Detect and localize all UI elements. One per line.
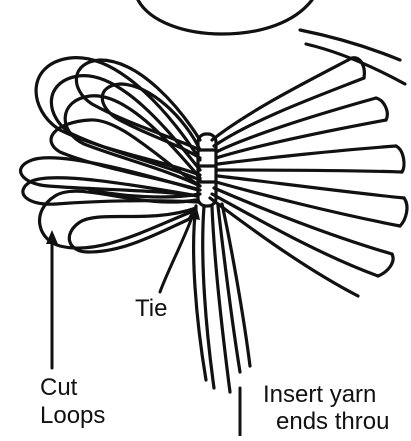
hanging-ends [194, 204, 250, 392]
label-tie: Tie [135, 295, 167, 323]
right-strands [210, 30, 407, 296]
label-ends-through: ends throu [276, 408, 389, 436]
left-loops [21, 58, 200, 252]
label-insert-yarn: Insert yarn [263, 381, 376, 409]
circle-arc [138, 0, 312, 34]
label-loops: Loops [40, 402, 105, 430]
label-cut: Cut [40, 374, 77, 402]
